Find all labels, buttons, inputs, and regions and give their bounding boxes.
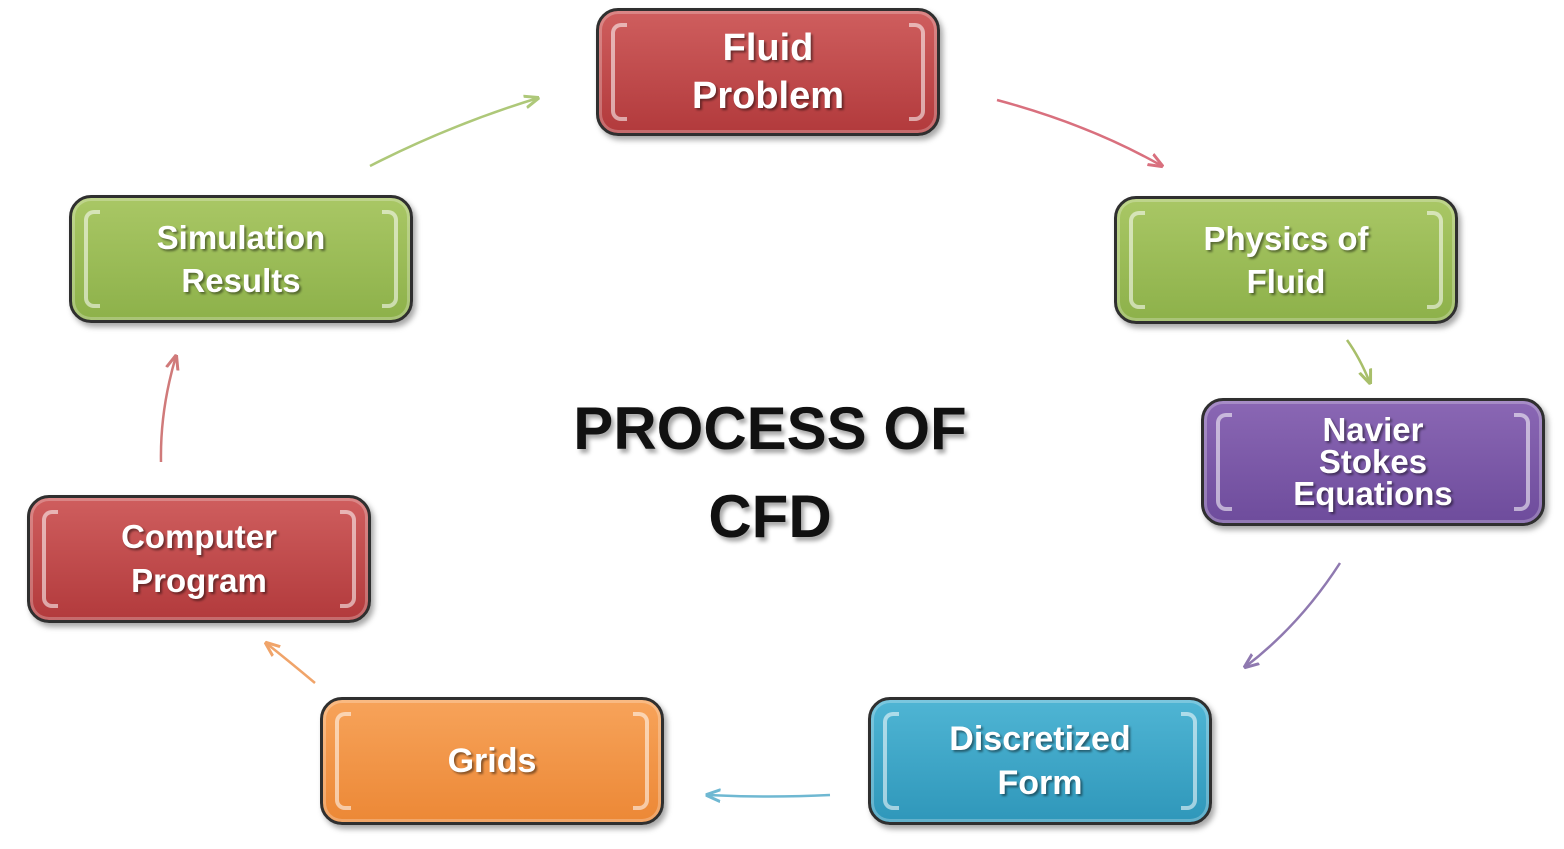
arrow-grids-to-computer-program bbox=[266, 643, 316, 684]
arrow-discretized-form-to-grids bbox=[707, 795, 831, 797]
node-label-computer-program: Computer Program bbox=[121, 518, 277, 599]
node-label-navier-stokes-equations: Navier Stokes Equations bbox=[1293, 411, 1453, 512]
node-computer-program: Computer Program bbox=[27, 495, 371, 623]
node-label-discretized-form: Discretized Form bbox=[949, 720, 1131, 802]
node-label-physics-of-fluid: Physics of Fluid bbox=[1203, 220, 1369, 300]
node-label-fluid-problem: Fluid Problem bbox=[691, 27, 845, 117]
arrow-computer-program-to-simulation-results bbox=[159, 356, 176, 463]
node-physics-of-fluid: Physics of Fluid bbox=[1114, 196, 1458, 324]
arrow-fluid-problem-to-physics-of-fluid bbox=[996, 98, 1162, 166]
arrow-physics-of-fluid-to-navier-stokes-equations bbox=[1345, 339, 1370, 383]
node-label-simulation-results: Simulation Results bbox=[156, 219, 326, 299]
arrow-navier-stokes-equations-to-discretized-form bbox=[1245, 562, 1342, 667]
node-grids: Grids bbox=[320, 697, 664, 825]
node-label-grids: Grids bbox=[447, 742, 537, 780]
diagram-title: PROCESS OF CFD bbox=[573, 395, 967, 550]
arrow-simulation-results-to-fluid-problem bbox=[369, 98, 538, 168]
node-fluid-problem: Fluid Problem bbox=[596, 8, 940, 136]
node-discretized-form: Discretized Form bbox=[868, 697, 1212, 825]
node-navier-stokes-equations: Navier Stokes Equations bbox=[1201, 398, 1545, 526]
node-simulation-results: Simulation Results bbox=[69, 195, 413, 323]
